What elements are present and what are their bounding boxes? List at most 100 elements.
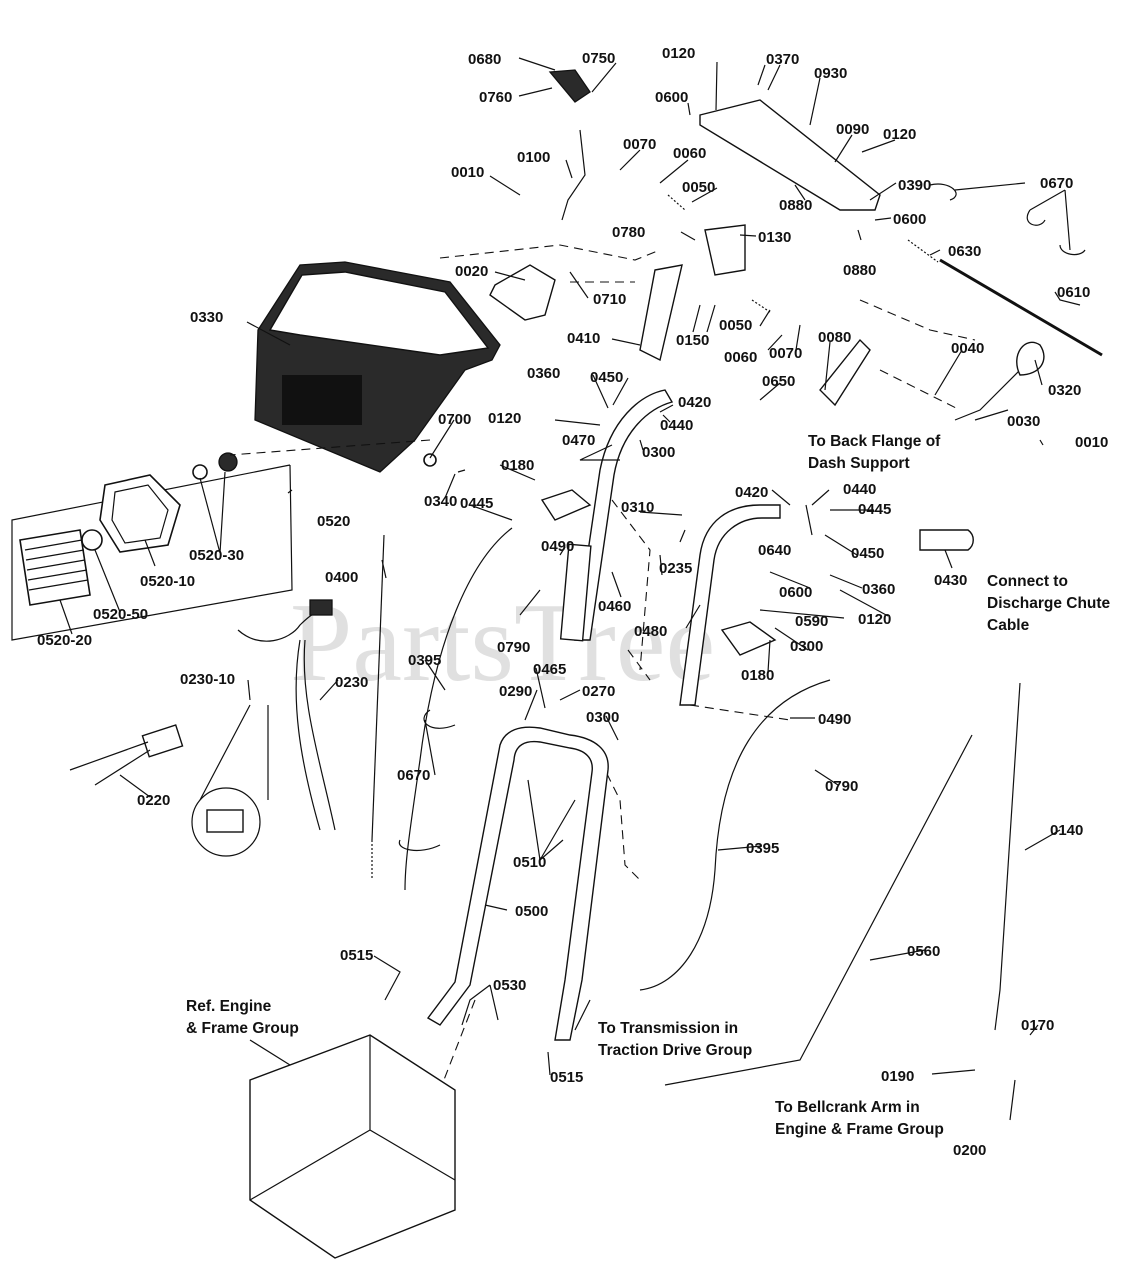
label-0120-b: 0120 — [883, 126, 916, 143]
note-bellcrank-line2: Engine & Frame Group — [775, 1121, 944, 1138]
label-0680: 0680 — [468, 51, 501, 68]
label-0120-left: 0120 — [488, 410, 521, 427]
label-0030: 0030 — [1007, 413, 1040, 430]
tilt-lever-shape — [819, 338, 871, 407]
spring-0050b-shape — [751, 299, 771, 313]
label-0230: 0230 — [335, 674, 368, 691]
headlight-socket-shape — [218, 452, 238, 472]
label-0790-bottom: 0790 — [825, 778, 858, 795]
label-0420-right: 0420 — [735, 484, 768, 501]
label-0520-30: 0520-30 — [189, 547, 244, 564]
headlight-housing-shape — [99, 474, 181, 553]
crank-knob-shape — [1016, 341, 1045, 376]
note-transmission-line1: To Transmission in — [598, 1020, 738, 1037]
label-0600-top: 0600 — [655, 89, 688, 106]
label-0150: 0150 — [676, 332, 709, 349]
rod-0140-shape — [994, 682, 1021, 1031]
label-0465: 0465 — [533, 661, 566, 678]
part-labels: 0680 0750 0760 0120 0370 0930 0600 0090 … — [37, 45, 1108, 1159]
note-bellcrank-line1: To Bellcrank Arm in — [775, 1099, 920, 1116]
lower-handle-tube — [426, 726, 609, 1041]
bracket-0410-shape — [639, 264, 683, 362]
label-0500: 0500 — [515, 903, 548, 920]
label-0070-top: 0070 — [623, 136, 656, 153]
label-0480: 0480 — [634, 623, 667, 640]
label-0490-bottom: 0490 — [818, 711, 851, 728]
dash-panel-top-face — [268, 271, 490, 356]
label-0050-top: 0050 — [682, 179, 715, 196]
label-0180-top: 0180 — [501, 457, 534, 474]
label-0880-top: 0880 — [779, 197, 812, 214]
label-0300-lower: 0300 — [586, 709, 619, 726]
label-0610: 0610 — [1057, 284, 1090, 301]
label-0395-right: 0395 — [746, 840, 779, 857]
crank-shape — [954, 369, 1021, 421]
label-0370: 0370 — [766, 51, 799, 68]
label-0395-left: 0395 — [408, 652, 441, 669]
label-0290: 0290 — [499, 683, 532, 700]
spring-0050a-shape — [667, 194, 686, 211]
bracket-0020-shape — [489, 264, 556, 321]
note-chute-line2: Discharge Chute — [987, 595, 1111, 612]
label-0420-top: 0420 — [678, 394, 711, 411]
cable-tie-0670b-shape — [398, 709, 456, 852]
label-0340: 0340 — [424, 493, 457, 510]
fuse-shape — [206, 809, 244, 833]
label-0530: 0530 — [493, 977, 526, 994]
label-0080: 0080 — [818, 329, 851, 346]
label-0460: 0460 — [598, 598, 631, 615]
fuse-pointer-lines — [199, 704, 269, 801]
label-0520-20: 0520-20 — [37, 632, 92, 649]
connector-0220-wires — [69, 741, 151, 786]
label-0930: 0930 — [814, 65, 847, 82]
watermark-text: PartsTree — [290, 581, 715, 705]
label-0190: 0190 — [881, 1068, 914, 1085]
label-0450-right: 0450 — [851, 545, 884, 562]
label-0600-right: 0600 — [893, 211, 926, 228]
label-0760: 0760 — [479, 89, 512, 106]
label-0360-right: 0360 — [862, 581, 895, 598]
note-back-flange-line1: To Back Flange of — [808, 433, 941, 450]
label-0270: 0270 — [582, 683, 615, 700]
upper-handle-right-tube — [679, 504, 781, 706]
key-switch-0230-shape — [309, 599, 333, 616]
label-0490-top: 0490 — [541, 538, 574, 555]
leader-lines — [59, 57, 1081, 1121]
label-0300-right: 0300 — [790, 638, 823, 655]
note-ref-engine-line2: & Frame Group — [186, 1020, 299, 1037]
label-0515-bottom: 0515 — [550, 1069, 583, 1086]
label-0440-right: 0440 — [843, 481, 876, 498]
drawing-shapes — [11, 69, 1103, 1259]
note-labels: To Back Flange of Dash Support Connect t… — [186, 433, 1111, 1138]
label-0120-right: 0120 — [858, 611, 891, 628]
label-0430: 0430 — [934, 572, 967, 589]
label-0710: 0710 — [593, 291, 626, 308]
connector-0220-shape — [141, 724, 184, 758]
label-0670-top: 0670 — [1040, 175, 1073, 192]
label-0020: 0020 — [455, 263, 488, 280]
label-0100: 0100 — [517, 149, 550, 166]
label-0010-right: 0010 — [1075, 434, 1108, 451]
label-0700: 0700 — [438, 411, 471, 428]
label-0560: 0560 — [907, 943, 940, 960]
label-0670-left: 0670 — [397, 767, 430, 784]
rod-0610-shape — [939, 258, 1103, 357]
label-0040: 0040 — [951, 340, 984, 357]
label-0640: 0640 — [758, 542, 791, 559]
note-ref-engine-line1: Ref. Engine — [186, 998, 272, 1015]
label-0130: 0130 — [758, 229, 791, 246]
cable-0560-shape — [664, 734, 973, 1086]
label-0780: 0780 — [612, 224, 645, 241]
note-chute-line3: Cable — [987, 617, 1030, 634]
label-0060-top: 0060 — [673, 145, 706, 162]
label-0090: 0090 — [836, 121, 869, 138]
spring-0630-shape — [907, 239, 939, 263]
note-back-flange-line2: Dash Support — [808, 455, 910, 472]
cable-0395b-shape — [639, 679, 831, 991]
label-0120-top: 0120 — [662, 45, 695, 62]
chute-rod-shape — [561, 129, 586, 221]
label-0410: 0410 — [567, 330, 600, 347]
bracket-0130-shape — [704, 224, 746, 276]
